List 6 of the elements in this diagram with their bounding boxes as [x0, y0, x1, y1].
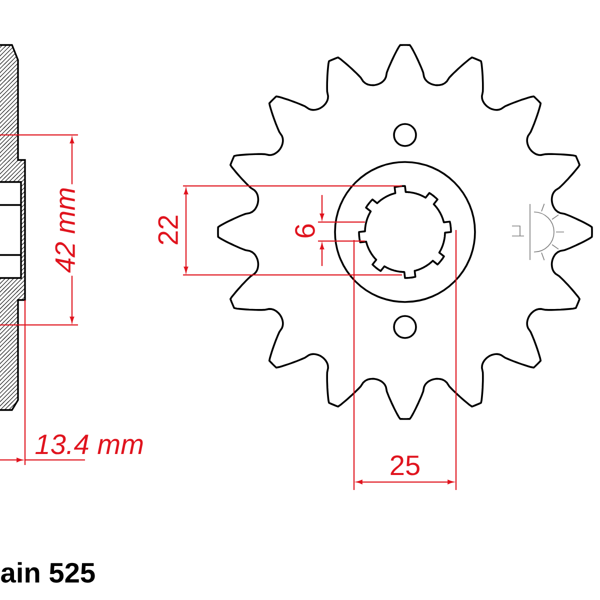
dimension-label: 13.4 mm — [35, 434, 143, 454]
dimension-label: 6 — [295, 224, 315, 238]
dimension-label: 22 — [158, 216, 178, 244]
dimension-label: 25 — [390, 455, 420, 476]
dimension-label: 42 mm — [55, 188, 75, 273]
chain-size-text: ain 525 — [1, 562, 95, 583]
